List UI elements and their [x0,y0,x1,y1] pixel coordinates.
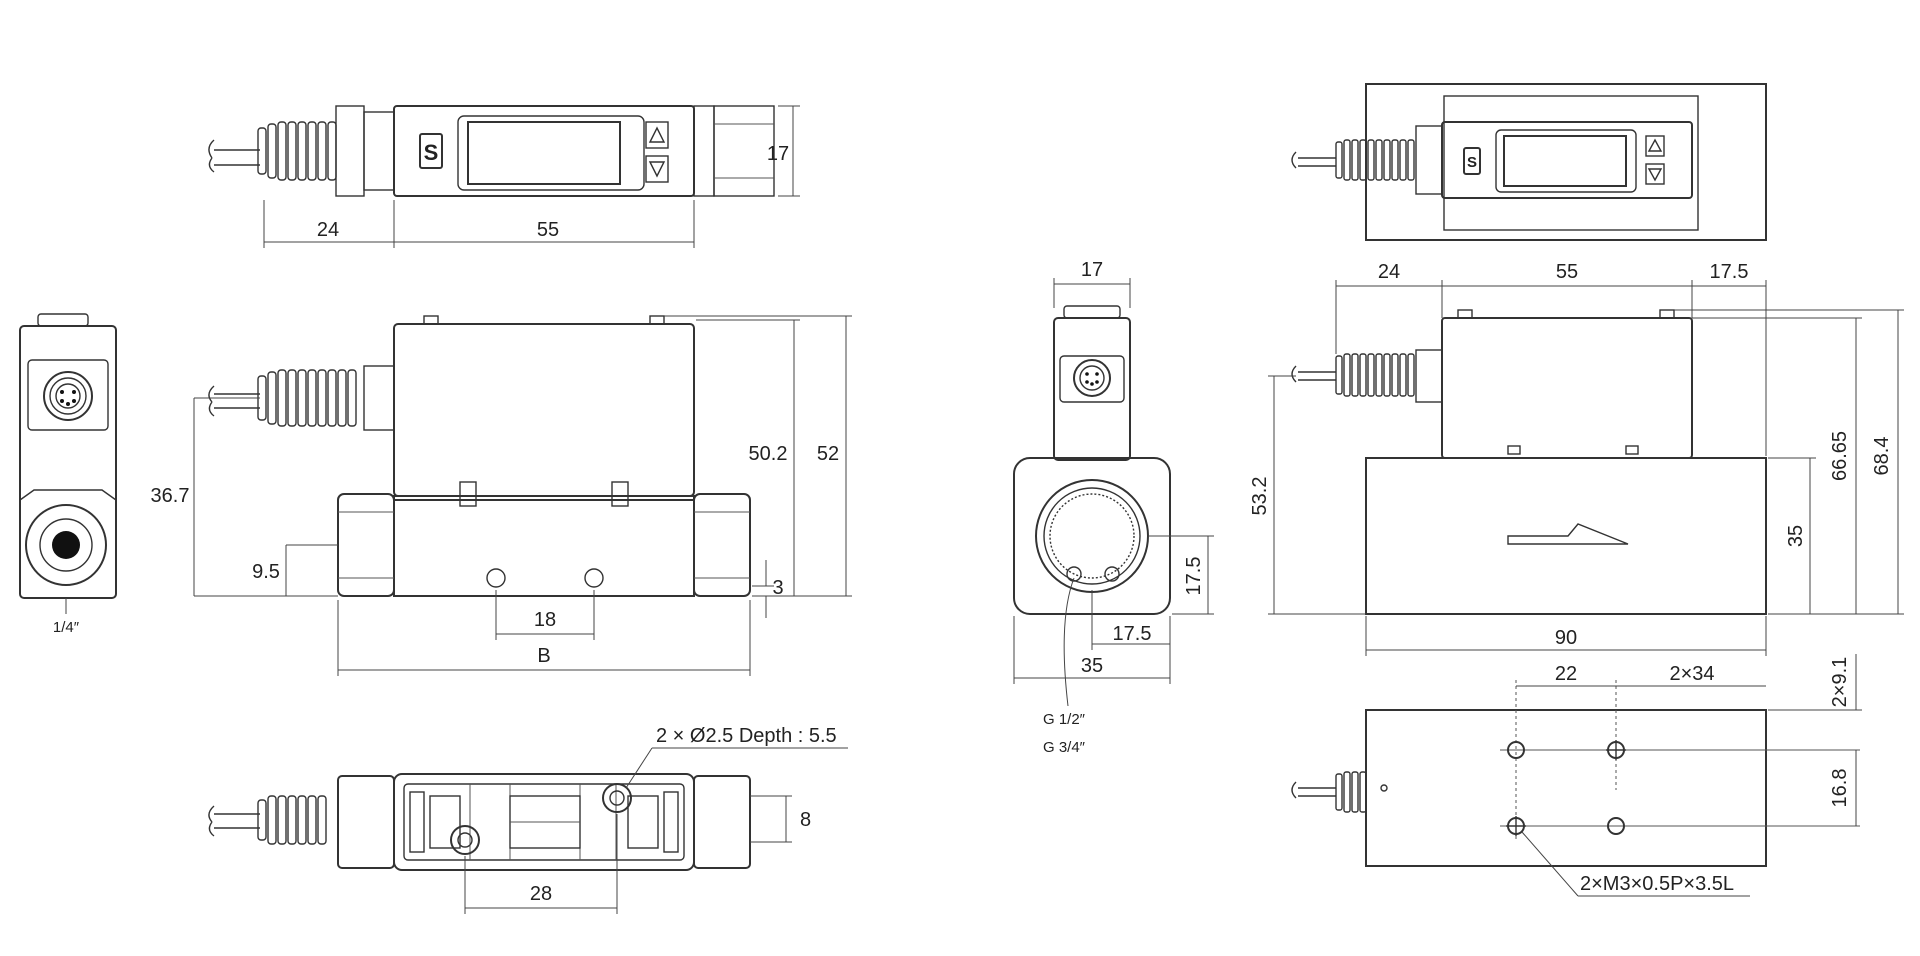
logo-text-right: S [1467,154,1477,171]
strain-relief-front [257,369,357,427]
dim-17-5-h: 17.5 [1113,623,1152,645]
top-view-right: S [1291,83,1767,241]
dim-2x9-1: 2×9.1 [1829,657,1851,708]
dim-53-2: 53.2 [1249,477,1271,516]
dim-36-7: 36.7 [151,485,190,507]
bottom-view-right: 22 2×34 2×9.1 16.8 2×M3×0.5P×3.5L [1291,654,1862,897]
dim-1-4: 1/4″ [53,619,80,636]
dim-35-h: 35 [1081,655,1103,677]
thread-g34: G 3/4″ [1043,739,1086,756]
strain-relief-bottom [257,795,327,845]
dim-17-mid: 17 [1081,259,1103,281]
dim-55-right: 55 [1556,261,1578,283]
thread-note: 2×M3×0.5P×3.5L [1580,873,1734,895]
strain-relief-right-top [1335,139,1415,181]
dim-2x34: 2×34 [1669,663,1714,685]
front-view-right: 24 55 17.5 53.2 35 66.65 68.4 90 [1249,261,1904,656]
dim-50-2: 50.2 [749,443,788,465]
top-view-left: S 24 55 17 [208,105,800,248]
strain-relief [257,121,337,181]
dim-16-8: 16.8 [1829,769,1851,808]
dim-24-right: 24 [1378,261,1400,283]
thread-g12: G 1/2″ [1043,711,1086,728]
dim-3: 3 [772,577,783,599]
front-view-left: 36.7 9.5 18 B 50.2 52 3 [151,315,852,676]
dim-B: B [537,645,550,667]
side-view-middle: 17 17.5 17.5 35 G 1/2″ G 3/4″ [1013,259,1214,756]
dim-66-65: 66.65 [1829,431,1851,481]
dim-90: 90 [1555,627,1577,649]
dim-24-top: 24 [317,219,339,241]
dim-17-5-right: 17.5 [1710,261,1749,283]
dim-8: 8 [800,809,811,831]
dim-22: 22 [1555,663,1577,685]
logo-text: S [424,140,439,165]
dim-18: 18 [534,609,556,631]
dim-68-4: 68.4 [1871,437,1893,476]
end-view-left: 1/4″ [19,313,117,636]
bottom-view-left: 2 × Ø2.5 Depth : 5.5 8 28 [208,725,848,914]
dim-52: 52 [817,443,839,465]
dim-28: 28 [530,883,552,905]
hole-note: 2 × Ø2.5 Depth : 5.5 [656,725,837,747]
dim-17-5-v: 17.5 [1183,557,1205,596]
dim-17-top: 17 [767,143,789,165]
strain-relief-right-front [1335,353,1415,397]
strain-relief-right-bottom [1335,771,1367,813]
dim-9-5: 9.5 [252,561,280,583]
dim-35-right: 35 [1785,525,1807,547]
dim-55-top: 55 [537,219,559,241]
